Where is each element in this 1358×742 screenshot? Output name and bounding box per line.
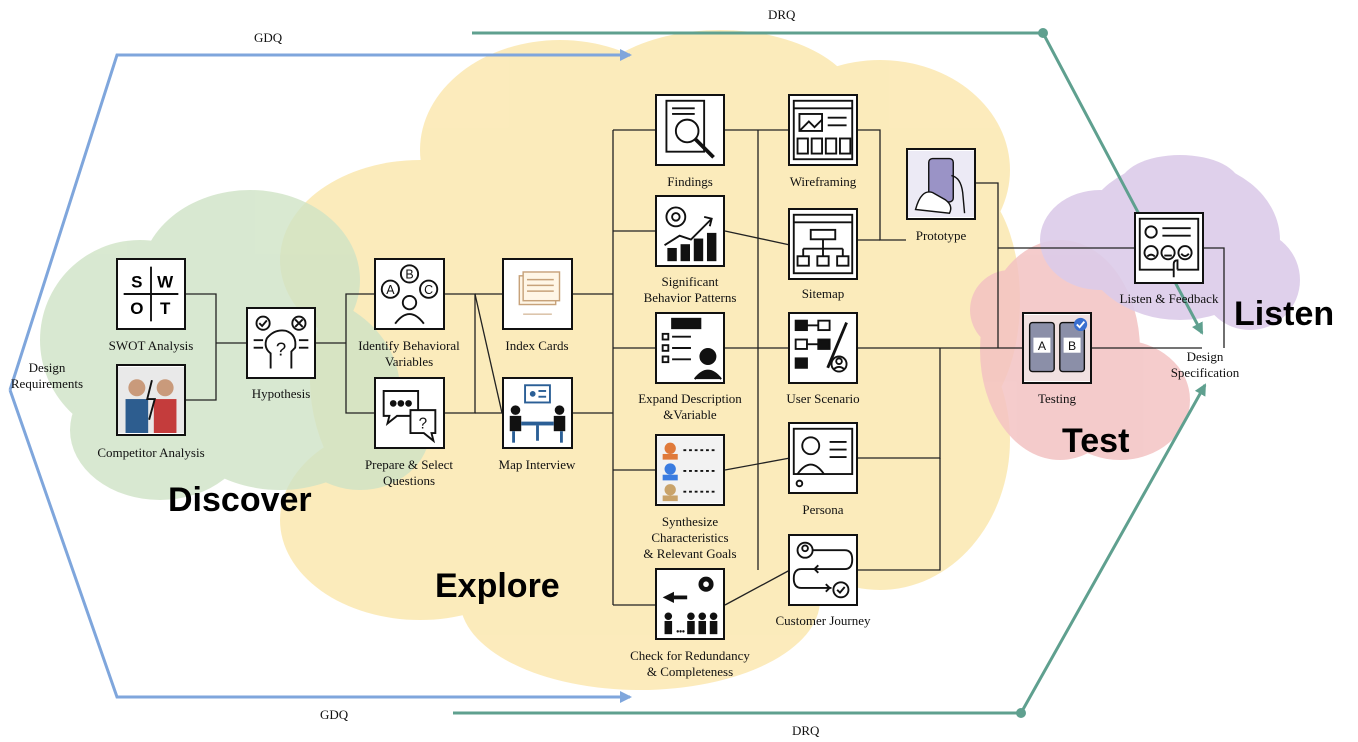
svg-text:C: C xyxy=(424,283,433,297)
sitemap-label: Sitemap xyxy=(801,286,845,301)
testing-node[interactable]: A B xyxy=(1022,312,1092,384)
interview-icon xyxy=(509,384,566,443)
listen-feedback-node[interactable] xyxy=(1134,212,1204,284)
svg-text:?: ? xyxy=(276,338,286,359)
team-gear-icon xyxy=(662,576,718,635)
findings-label: Findings xyxy=(667,174,713,189)
drq-label-bottom: DRQ xyxy=(792,723,820,738)
customer-journey-label: Customer Journey xyxy=(775,613,871,628)
checklist-person-icon xyxy=(661,317,722,380)
synthesize-node[interactable] xyxy=(655,434,725,506)
phase-listen: Listen xyxy=(1234,295,1335,333)
expand-node[interactable] xyxy=(655,312,725,384)
patterns-node[interactable] xyxy=(655,195,725,267)
feedback-faces-icon xyxy=(1138,217,1200,278)
ab-test-icon: A B xyxy=(1024,315,1090,381)
persona-label: Persona xyxy=(802,502,844,517)
index-cards-node[interactable] xyxy=(502,258,573,330)
swot-grid-icon: S W O T xyxy=(123,266,179,322)
user-scenario-node[interactable] xyxy=(788,312,858,384)
behavioral-node[interactable]: B A C xyxy=(374,258,445,330)
swot-node[interactable]: S W O T xyxy=(116,258,186,330)
wireframing-node[interactable] xyxy=(788,94,858,166)
wireframing-label: Wireframing xyxy=(789,174,857,189)
hypothesis-icon: ? xyxy=(253,315,309,369)
svg-text:A: A xyxy=(1038,339,1047,353)
svg-text:T: T xyxy=(160,299,171,318)
expand-label: Expand Description&Variable xyxy=(638,391,742,422)
chat-question-icon: ? xyxy=(382,390,437,444)
listen-feedback-label: Listen & Feedback xyxy=(1119,291,1219,306)
drq-label-top: DRQ xyxy=(768,7,796,22)
map-interview-node[interactable] xyxy=(502,377,573,449)
competitor-label: Competitor Analysis xyxy=(97,445,205,460)
gdq-label-top: GDQ xyxy=(254,30,283,45)
phase-test: Test xyxy=(1062,422,1130,460)
competitor-icon xyxy=(118,367,184,433)
journey-path-icon xyxy=(792,541,854,599)
phase-explore: Explore xyxy=(435,567,560,605)
svg-text:B: B xyxy=(1068,339,1076,353)
gear-growth-chart-icon xyxy=(664,206,717,262)
svg-text:S: S xyxy=(131,272,142,291)
magnifier-document-icon xyxy=(665,99,715,159)
phase-discover: Discover xyxy=(168,481,312,519)
hypothesis-node[interactable]: ? xyxy=(246,307,316,379)
sitemap-node[interactable] xyxy=(788,208,858,280)
gdq-label-bottom: GDQ xyxy=(320,707,349,722)
index-cards-icon xyxy=(518,271,561,315)
redundancy-label: Check for Redundancy& Completeness xyxy=(630,648,750,679)
persona-node[interactable] xyxy=(788,422,858,494)
hypothesis-label: Hypothesis xyxy=(251,386,311,401)
svg-text:W: W xyxy=(157,272,173,291)
competitor-node[interactable] xyxy=(116,364,186,436)
drq-arrow-bottom xyxy=(453,383,1207,718)
svg-text:A: A xyxy=(386,283,395,297)
map-interview-label: Map Interview xyxy=(498,457,576,472)
svg-text:B: B xyxy=(405,268,413,282)
scenario-flow-icon xyxy=(794,319,848,373)
customer-journey-node[interactable] xyxy=(788,534,858,606)
findings-node[interactable] xyxy=(655,94,725,166)
persona-card-icon xyxy=(792,427,854,488)
index-cards-label: Index Cards xyxy=(505,338,569,353)
redundancy-node[interactable] xyxy=(655,568,725,640)
gdq-arrow-top xyxy=(8,49,632,391)
wireframe-layout-icon xyxy=(792,99,854,161)
gdq-arrow-bottom xyxy=(8,389,632,703)
user-list-icon xyxy=(657,437,723,503)
svg-text:?: ? xyxy=(419,415,428,432)
abc-bubbles-icon: B A C xyxy=(380,264,439,325)
swot-label: SWOT Analysis xyxy=(108,338,194,353)
testing-label: Testing xyxy=(1037,391,1077,406)
prototype-label: Prototype xyxy=(915,228,967,243)
hand-phone-icon xyxy=(908,151,974,217)
prepare-node[interactable]: ? xyxy=(374,377,445,449)
user-scenario-label: User Scenario xyxy=(786,391,860,406)
connector-lines xyxy=(186,129,1225,606)
prototype-node[interactable] xyxy=(906,148,976,220)
sitemap-tree-icon xyxy=(792,213,854,275)
svg-text:O: O xyxy=(130,299,143,318)
